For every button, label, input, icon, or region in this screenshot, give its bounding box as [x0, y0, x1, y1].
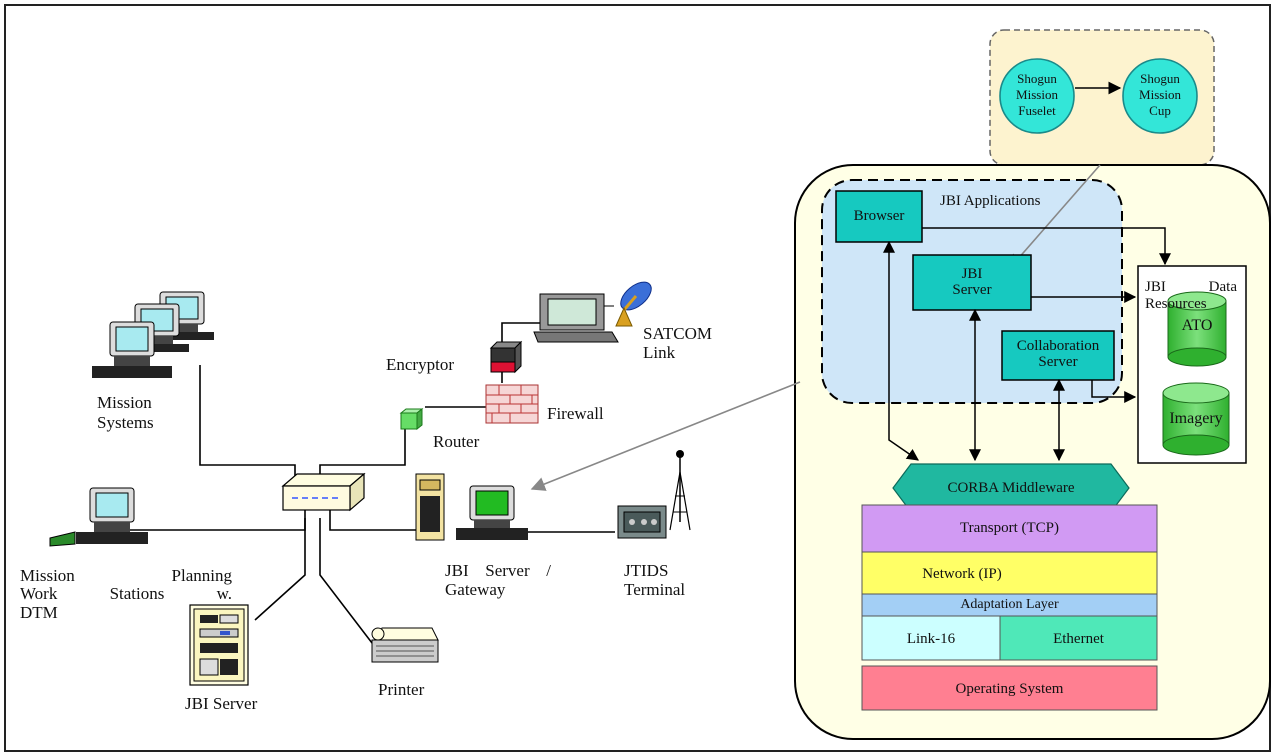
mission-planning-label-line1: Mission Planning [20, 566, 232, 585]
ato-label: ATO [1181, 317, 1213, 334]
encryptor-label: Encryptor [386, 355, 454, 374]
operating-system-layer [861, 665, 1158, 711]
link16-layer [861, 615, 1001, 661]
gateway-icon [415, 473, 528, 541]
link16-label: Link-16 [906, 631, 956, 647]
mission-systems-label: Mission Systems [97, 393, 154, 432]
printer-icon [371, 627, 439, 663]
adaptation-label: Adaptation Layer [960, 597, 1059, 612]
corba-middleware-label: CORBA Middleware [947, 480, 1075, 496]
router-icon [399, 407, 424, 431]
satcom-label-line2: Link [643, 343, 676, 362]
imagery-database-icon [1162, 382, 1230, 456]
network-layer [861, 551, 1158, 595]
jtids-label-line2: Terminal [624, 580, 686, 599]
jbi-server-label: JBI Server [185, 694, 258, 713]
shogun-fuselet-node [999, 58, 1075, 134]
mission-planning-label-line2: Work Stations w. [20, 584, 232, 603]
jbi-applications-label: JBI Applications [940, 193, 1041, 209]
satcom-label-line1: SATCOM [643, 324, 712, 343]
collaboration-server-box [1001, 330, 1115, 381]
operating-system-label: Operating System [955, 681, 1064, 697]
encryptor-icon [489, 340, 523, 374]
transport-layer [861, 504, 1158, 553]
browser-box [835, 190, 923, 243]
transport-label: Transport (TCP) [959, 520, 1060, 536]
ethernet-label: Ethernet [1053, 631, 1104, 647]
ethernet-layer [999, 615, 1158, 661]
data-resources-label-line1: JBI Data [1145, 279, 1237, 295]
printer-label: Printer [378, 680, 425, 699]
jtids-label-line1: JTIDS [624, 561, 669, 580]
router-label: Router [433, 432, 480, 451]
computer-icon [92, 321, 172, 378]
server-cabinet-icon [189, 604, 249, 686]
jtids-terminal-icon [617, 450, 691, 539]
imagery-label: Imagery [1169, 410, 1223, 427]
firewall-icon [485, 384, 539, 424]
shogun-cup-node [1122, 58, 1198, 134]
satcom-icon [533, 281, 652, 343]
mission-planning-label-line3: DTM [20, 603, 58, 622]
ato-database-icon [1167, 291, 1227, 367]
gateway-label-line1: JBI Server / [445, 561, 551, 580]
network-ip-label: Network (IP) [922, 566, 1002, 582]
gateway-label-line2: Gateway [445, 580, 506, 599]
data-resources-label-line2: Resources [1145, 296, 1207, 312]
firewall-label: Firewall [547, 404, 604, 423]
workstation-icon [49, 487, 148, 547]
hub-icon [281, 472, 366, 512]
browser-label: Browser [853, 208, 905, 224]
